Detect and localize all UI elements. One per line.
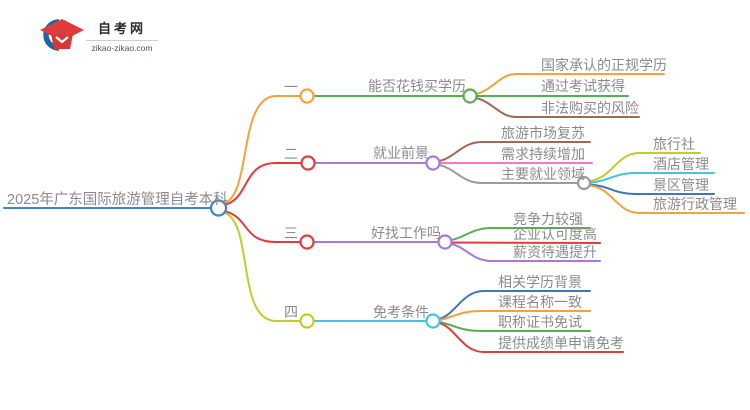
- branch-4-child-3-edge: [438, 321, 591, 332]
- branch-4-index-label: 四: [284, 304, 298, 320]
- branch-4-child-1-edge: [438, 290, 591, 320]
- site-url: zikao-zikao.com: [91, 43, 153, 53]
- branch-4-topic-label: 免考条件: [373, 304, 429, 320]
- branch-2-child-3-edge: [438, 164, 579, 184]
- branch-4-edge: [223, 211, 302, 322]
- branch-2-child-1-label: 旅游市场复苏: [501, 125, 585, 141]
- branch-2-child-3-label: 主要就业领域: [501, 166, 585, 182]
- branch-4-child-4-label: 提供成绩单申请免考: [498, 335, 624, 351]
- site-name: 自考网: [97, 21, 146, 36]
- branch-1-child-3-edge: [475, 97, 640, 118]
- branch-4-child-1-label: 相关学历背景: [498, 274, 582, 290]
- branch-2-grandchild-2-label: 酒店管理: [653, 156, 709, 172]
- branch-4-child-2-edge: [438, 310, 591, 321]
- branch-2-child-2-label: 需求持续增加: [501, 146, 585, 162]
- branch-3-topic-label: 好找工作吗: [371, 225, 441, 241]
- branch-2-grandchild-1-edge: [589, 152, 701, 182]
- branch-1-child-3-label: 非法购买的风险: [541, 100, 639, 116]
- branch-2-grandchild-2-edge: [589, 172, 715, 184]
- branch-2-edge: [223, 162, 303, 206]
- branch-1-edge: [223, 95, 302, 205]
- site-logo-text: 自考网 zikao-zikao.com: [86, 18, 158, 53]
- branch-2-child-1-edge: [438, 141, 591, 162]
- branch-3-index-circle: [299, 234, 315, 250]
- branch-2-index-circle: [300, 155, 316, 171]
- branch-1-child-1-label: 国家承认的正规学历: [541, 57, 667, 73]
- branch-2-grandchild-4-edge: [589, 184, 745, 214]
- branch-2-grandchild-4-label: 旅游行政管理: [653, 196, 737, 212]
- branch-2-topic-label: 就业前景: [373, 145, 429, 161]
- branch-3-child-3-label: 薪资待遇提升: [513, 244, 597, 260]
- branch-2-grandchild-1-label: 旅行社: [653, 136, 695, 152]
- branch-4-child-2-label: 课程名称一致: [498, 294, 582, 310]
- root-label: 2025年广东国际旅游管理自考本科: [7, 191, 228, 208]
- logo-divider: [86, 40, 158, 41]
- site-logo: 自考网 zikao-zikao.com: [30, 16, 180, 54]
- branch-1-index-circle: [299, 88, 315, 104]
- branch-1-topic-label: 能否花钱买学历: [368, 78, 466, 94]
- branch-2-index-label: 二: [284, 146, 298, 162]
- root-node-circle: [209, 199, 228, 217]
- branch-2-grandchild-3-label: 景区管理: [653, 177, 709, 193]
- branch-1-topic-circle: [462, 88, 478, 104]
- branch-2-subtopic-circle: [576, 175, 592, 191]
- branch-3-edge: [223, 210, 302, 243]
- branch-1-index-label: 一: [284, 79, 298, 95]
- graduation-cap-logo-icon: [40, 19, 84, 51]
- branch-4-child-3-label: 职称证书免试: [498, 314, 582, 330]
- branch-2-grandchild-3-edge: [589, 183, 715, 195]
- branch-2-topic-circle: [425, 155, 441, 171]
- branch-3-child-1-label: 竞争力较强: [513, 211, 583, 227]
- branch-3-index-label: 三: [284, 225, 298, 241]
- branch-3-topic-circle: [437, 234, 453, 250]
- branch-4-topic-circle: [425, 313, 441, 329]
- branch-3-child-3-edge: [450, 243, 601, 262]
- branch-3-child-2-edge: [450, 241, 601, 244]
- branch-3-child-2-label: 企业认可度高: [513, 226, 597, 242]
- branch-4-index-circle: [299, 313, 315, 329]
- branch-3-child-1-edge: [450, 227, 591, 241]
- branch-4-child-4-edge: [438, 322, 624, 353]
- branch-1-child-2-label: 通过考试获得: [541, 78, 625, 94]
- branch-1-child-1-edge: [475, 73, 665, 95]
